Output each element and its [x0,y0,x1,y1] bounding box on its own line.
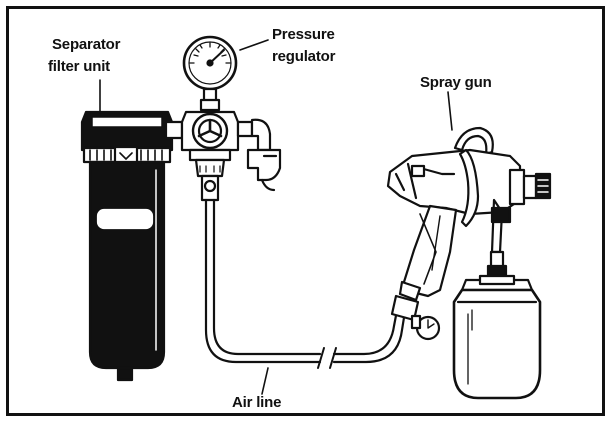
spray-gun-label: Spray gun [420,74,492,91]
paint-cup [452,250,542,400]
separator-filter-label-line1: Separator [52,36,121,53]
separator-filter-unit [80,110,190,382]
air-line-label: Air line [232,394,282,411]
leader-lines [99,39,453,395]
pressure-regulator-label-line2: regulator [272,48,336,65]
pressure-regulator [180,35,282,202]
air-line-hose [204,198,408,369]
spray-gun [386,126,552,341]
pressure-regulator-label-line1: Pressure [272,26,335,43]
separator-filter-label-line2: filter unit [48,58,110,75]
